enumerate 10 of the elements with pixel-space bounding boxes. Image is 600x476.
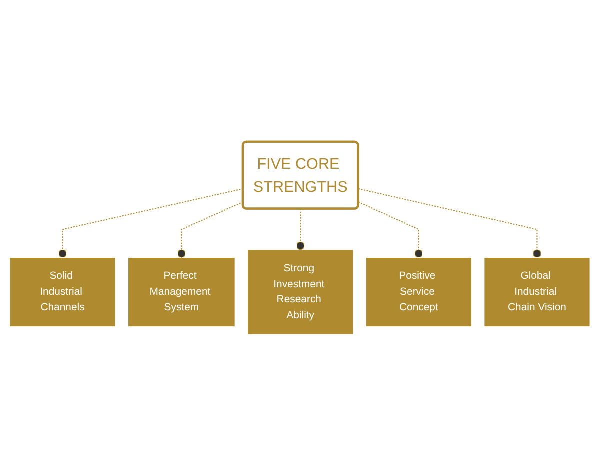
node-box: Strong Investment Research Ability — [248, 250, 354, 334]
node-box: Solid Industrial Channels — [10, 258, 116, 327]
node-box: Global Industrial Chain Vision — [484, 258, 590, 327]
connector — [358, 188, 542, 258]
connector — [58, 188, 244, 258]
node-box: Positive Service Concept — [366, 258, 472, 327]
connector — [177, 202, 244, 258]
connector — [296, 209, 305, 251]
connector — [358, 202, 424, 258]
node-box: Perfect Management System — [128, 258, 235, 327]
